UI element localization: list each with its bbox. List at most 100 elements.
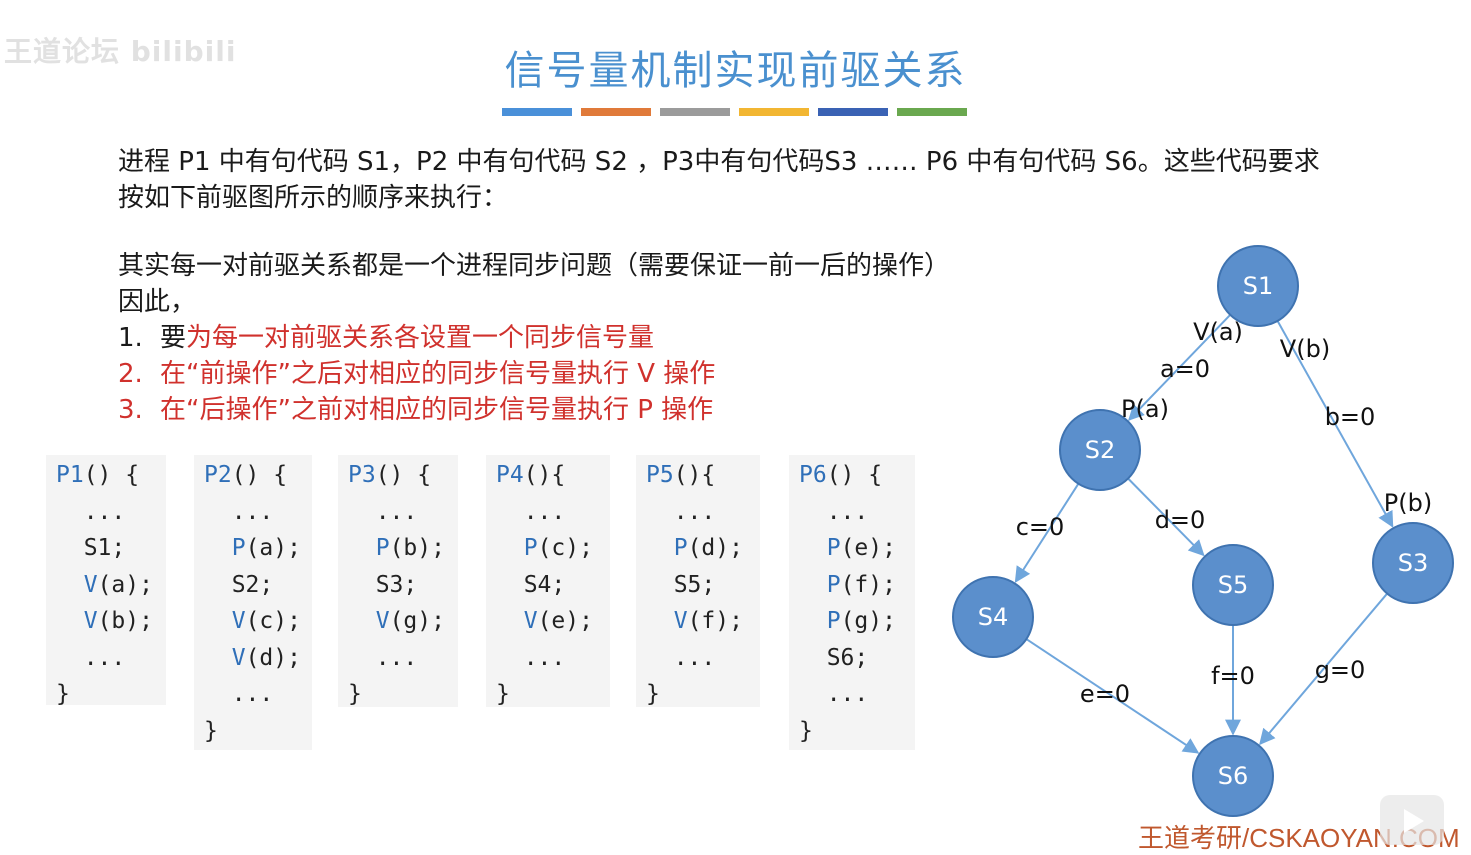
title-bar-segment xyxy=(581,108,651,116)
code-keyword: P6 xyxy=(799,462,827,488)
node-circle xyxy=(1059,409,1141,491)
edge-label: V(b) xyxy=(1280,335,1330,363)
page-title: 信号量机制实现前驱关系 xyxy=(504,48,967,94)
code-line: P2() { xyxy=(204,457,287,493)
code-line: P3() { xyxy=(348,457,431,493)
explain-line-2: 因此， xyxy=(118,287,197,317)
step-1-text: 为每一对前驱关系各设置一个同步信号量 xyxy=(186,323,655,353)
play-button-icon[interactable] xyxy=(1380,795,1444,845)
step-1: 1. 要为每一对前驱关系各设置一个同步信号量 xyxy=(118,320,950,356)
edge-label: c=0 xyxy=(1016,513,1065,541)
explain-paragraph: 其实每一对前驱关系都是一个进程同步问题（需要保证一前一后的操作） 因此， 1. 要… xyxy=(118,248,950,428)
node-s5: S5 xyxy=(1192,544,1274,626)
code-text: (){ xyxy=(523,462,566,488)
code-text: (){ xyxy=(673,462,716,488)
code-line: ... xyxy=(799,681,869,707)
code-text: (c); xyxy=(245,608,301,634)
code-line: S5; xyxy=(646,571,716,598)
code-line: } xyxy=(204,717,218,744)
code-text: (f); xyxy=(687,608,743,634)
title-bar-segment xyxy=(739,108,809,116)
code-line: P(e); xyxy=(799,530,896,566)
graph-edges xyxy=(1014,314,1394,754)
code-keyword: P5 xyxy=(646,462,674,488)
node-s4: S4 xyxy=(952,576,1034,658)
code-keyword: V xyxy=(83,608,98,634)
edge-s4-s6 xyxy=(1025,638,1200,754)
code-keyword: P xyxy=(826,535,841,561)
code-line: ... xyxy=(204,498,274,525)
title-bar-segment xyxy=(502,108,572,116)
code-line: S4; xyxy=(496,571,566,598)
code-text: () { xyxy=(83,462,140,488)
code-keyword: P xyxy=(375,535,390,561)
code-keyword: P4 xyxy=(496,462,524,488)
step-2-text: 在“前操作”之后对相应的同步信号量执行 V 操作 xyxy=(160,359,716,389)
node-s6: S6 xyxy=(1192,735,1274,817)
code-line: ... xyxy=(799,498,869,525)
code-line: ... xyxy=(496,644,566,671)
code-line: S2; xyxy=(204,571,274,598)
code-keyword: V xyxy=(83,571,98,598)
code-line: V(c); xyxy=(204,603,301,639)
code-keyword: P xyxy=(826,608,841,634)
code-keyword: P3 xyxy=(348,462,376,488)
step-1-number: 1. xyxy=(118,323,143,353)
code-line: V(g); xyxy=(348,603,445,639)
edge-label: d=0 xyxy=(1155,506,1206,534)
code-keyword: V xyxy=(231,644,246,671)
code-line: P6() { xyxy=(799,457,882,493)
edge-label: V(a) xyxy=(1193,318,1243,346)
code-line: P(c); xyxy=(496,530,593,566)
code-text: (d); xyxy=(245,644,301,671)
node-s3: S3 xyxy=(1372,522,1454,604)
code-line: P(a); xyxy=(204,530,301,566)
node-label: S5 xyxy=(1218,571,1249,599)
code-line: ... xyxy=(348,644,418,671)
code-keyword: V xyxy=(673,608,688,634)
code-text: (e); xyxy=(537,608,593,634)
code-line: ... xyxy=(646,644,716,671)
step-1-prefix: 要 xyxy=(160,323,187,353)
node-circle xyxy=(1372,522,1454,604)
code-line: S3; xyxy=(348,571,418,598)
code-line: } xyxy=(56,681,70,707)
edge-s1-s2 xyxy=(1128,314,1231,421)
explain-line-1: 其实每一对前驱关系都是一个进程同步问题（需要保证一前一后的操作） xyxy=(118,251,951,281)
code-line: P(f); xyxy=(799,567,896,603)
code-line: } xyxy=(496,681,510,707)
node-label: S6 xyxy=(1218,762,1249,790)
code-line: P(g); xyxy=(799,603,896,639)
code-keyword: P xyxy=(826,571,841,598)
code-text: (c); xyxy=(537,535,593,561)
node-label: S3 xyxy=(1398,549,1429,577)
code-block-p6: P6() { ... P(e); P(f); P(g); S6; ...} xyxy=(789,455,915,750)
code-line: } xyxy=(799,717,813,744)
code-line: S1; xyxy=(56,535,126,561)
code-line: P(b); xyxy=(348,530,445,566)
node-circle xyxy=(952,576,1034,658)
code-text: (a); xyxy=(97,571,153,598)
node-circle xyxy=(1217,245,1299,327)
node-label: S1 xyxy=(1243,272,1274,300)
edge-label: a=0 xyxy=(1160,355,1210,383)
intro-line-2: 按如下前驱图所示的顺序来执行： xyxy=(118,183,509,213)
code-line: } xyxy=(646,681,660,707)
code-text: (g); xyxy=(840,608,896,634)
code-text: () { xyxy=(375,462,432,488)
edge-label: g=0 xyxy=(1315,656,1366,684)
node-circle xyxy=(1192,735,1274,817)
code-line: P5(){ xyxy=(646,457,715,493)
code-line: V(a); xyxy=(56,567,153,603)
code-text: (g); xyxy=(389,608,445,634)
code-text: (d); xyxy=(687,535,743,561)
code-line: ... xyxy=(204,681,274,707)
code-line: P4(){ xyxy=(496,457,565,493)
step-3: 3.在“后操作”之前对相应的同步信号量执行 P 操作 xyxy=(118,392,950,428)
code-line: ... xyxy=(646,498,716,525)
code-block-p4: P4(){ ... P(c); S4; V(e); ...} xyxy=(486,455,610,707)
code-text: (a); xyxy=(245,535,301,561)
code-keyword: P xyxy=(231,535,246,561)
